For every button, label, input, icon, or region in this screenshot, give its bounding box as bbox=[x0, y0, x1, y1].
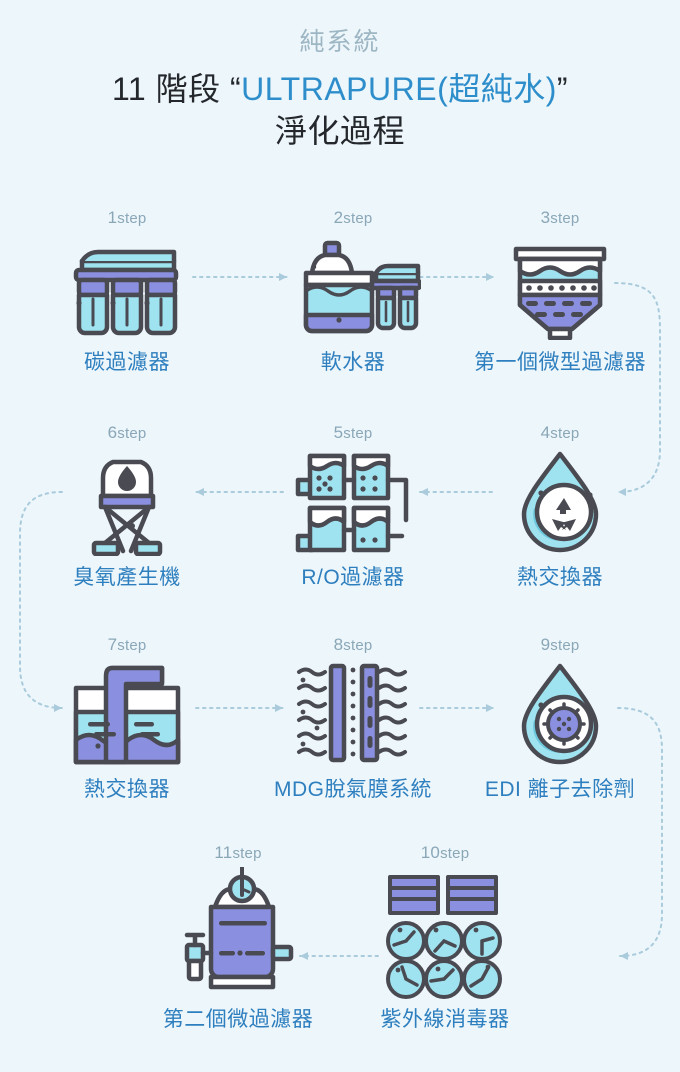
step-micro-filter[interactable]: 3step bbox=[455, 208, 665, 376]
step-number-5: 5step bbox=[333, 423, 373, 442]
step-label-11: 第二個微過濾器 bbox=[162, 1008, 314, 1031]
step-number-3: 3step bbox=[540, 208, 580, 227]
step-label-7: 熱交換器 bbox=[84, 778, 170, 801]
step-number-7: 7step bbox=[107, 635, 147, 654]
second-micro-filter-icon bbox=[133, 863, 343, 1003]
arrow-9-10 bbox=[620, 952, 628, 960]
step-heat-exchanger-tank[interactable]: 7step 熱交換器 bbox=[22, 635, 232, 803]
step-label-1: 碳過濾器 bbox=[84, 351, 170, 374]
step-ro-filter[interactable]: 5step bbox=[248, 423, 458, 591]
step-label-3: 第一個微型過濾器 bbox=[474, 351, 646, 374]
quote-open: “ bbox=[229, 71, 242, 107]
step-number-11: 11step bbox=[214, 843, 262, 862]
step-label-9: EDI 離子去除劑 bbox=[484, 778, 636, 801]
step-water-softener[interactable]: 2step bbox=[248, 208, 458, 376]
step-ozone-generator[interactable]: 6step 臭氧產生機 bbox=[22, 423, 232, 591]
ozone-generator-icon bbox=[22, 443, 232, 561]
degassing-membrane-icon bbox=[248, 655, 458, 773]
water-softener-icon bbox=[248, 228, 458, 346]
step-number-1: 1step bbox=[107, 208, 147, 227]
step-degassing-membrane[interactable]: 8step bbox=[248, 635, 458, 803]
step-number-6: 6step bbox=[107, 423, 147, 442]
step-edi-ion[interactable]: 9step EDI 離子去除 bbox=[455, 635, 665, 803]
quote-close: ” bbox=[556, 71, 569, 107]
step-heat-exchanger-droplet[interactable]: 4step 熱交換器 bbox=[455, 423, 665, 591]
heat-exchanger-tank-icon bbox=[22, 655, 232, 773]
carbon-filter-icon bbox=[22, 228, 232, 346]
step-number-8: 8step bbox=[333, 635, 373, 654]
header: 純系統 11 階段 “ULTRAPURE(超純水)” 淨化過程 bbox=[0, 0, 680, 152]
step-carbon-filter[interactable]: 1step bbox=[22, 208, 232, 376]
edi-ion-droplet-icon bbox=[455, 655, 665, 773]
ro-filter-icon bbox=[248, 443, 458, 561]
step-number-2: 2step bbox=[333, 208, 373, 227]
step-uv-sterilizer[interactable]: 10step bbox=[340, 843, 550, 1033]
title-prefix: 11 階段 bbox=[111, 71, 221, 107]
header-subtitle: 純系統 bbox=[299, 28, 381, 56]
step-number-10: 10step bbox=[420, 843, 470, 862]
step-number-4: 4step bbox=[540, 423, 580, 442]
step-label-2: 軟水器 bbox=[320, 351, 386, 374]
step-second-micro-filter[interactable]: 11step bbox=[133, 843, 343, 1033]
step-label-6: 臭氧產生機 bbox=[73, 566, 181, 589]
uv-sterilizer-icon bbox=[340, 863, 550, 1003]
step-label-5: R/O過濾器 bbox=[301, 566, 405, 589]
micro-filter-icon bbox=[455, 228, 665, 346]
step-label-4: 熱交換器 bbox=[517, 566, 603, 589]
title-line2: 淨化過程 bbox=[274, 113, 405, 149]
heat-exchanger-droplet-icon bbox=[455, 443, 665, 561]
title-accent: ULTRAPURE(超純水) bbox=[241, 71, 557, 107]
step-label-8: MDG脫氣膜系統 bbox=[274, 778, 432, 801]
step-label-10: 紫外線消毒器 bbox=[380, 1008, 510, 1031]
page-title: 11 階段 “ULTRAPURE(超純水)” 淨化過程 bbox=[0, 68, 680, 152]
step-number-9: 9step bbox=[540, 635, 580, 654]
